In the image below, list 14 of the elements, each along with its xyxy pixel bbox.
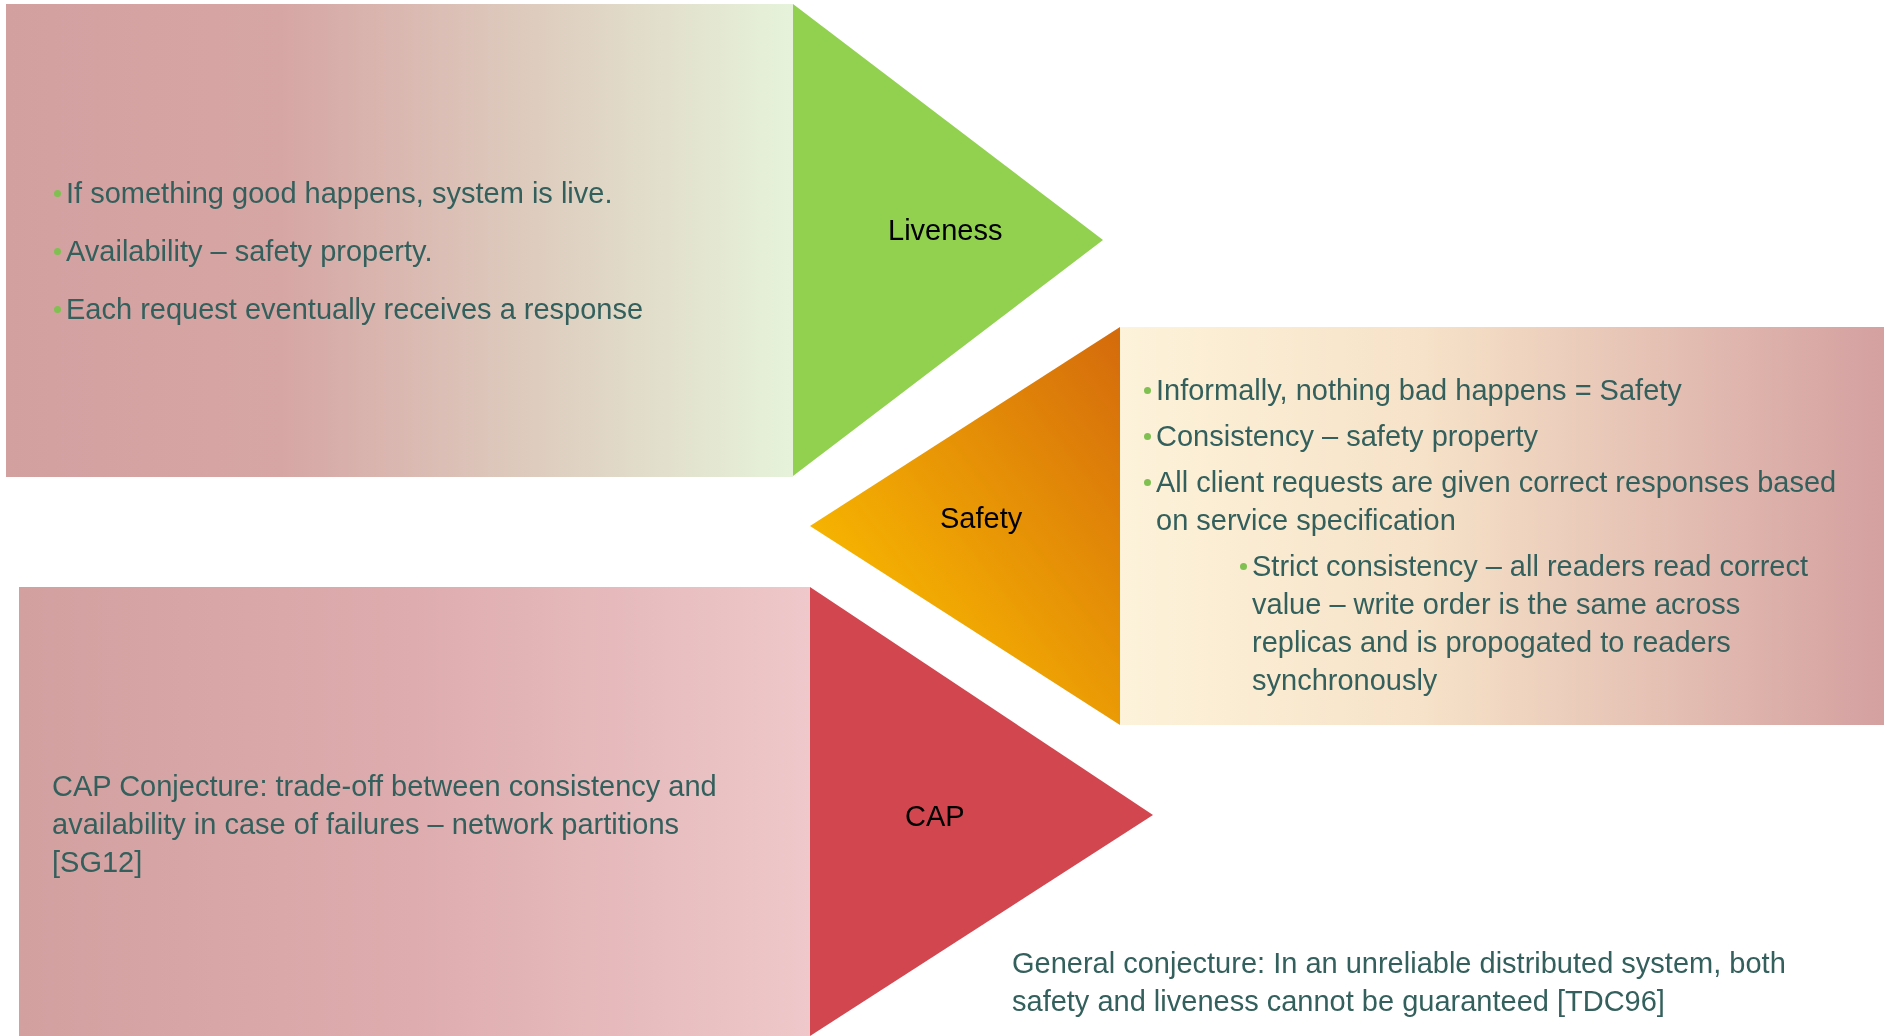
text-panel bbox=[6, 4, 793, 477]
note-text: General conjecture: In an unreliable distributed system, both safety and liveness cannot be guaranteed [TDC96] bbox=[1012, 946, 1787, 1019]
bullet-point: Informally, nothing bad happens = Safety bbox=[1144, 371, 1844, 409]
triangle-label: Liveness bbox=[888, 214, 1003, 247]
bullet-point: If something good happens, system is live. bbox=[54, 174, 753, 212]
text-panel bbox=[19, 587, 810, 1036]
bullet-point: Availability – safety property. bbox=[54, 232, 753, 270]
bullet-point: Strict consistency – all readers read correct value – write order is the same across replicas and is propogated to readers synchronously bbox=[1240, 547, 1844, 699]
bullet-point: Each request eventually receives a response bbox=[54, 290, 753, 328]
triangle-label: Safety bbox=[940, 502, 1023, 535]
bullet-point: Consistency – safety property bbox=[1144, 417, 1844, 455]
panel-text: CAP Conjecture: trade-off between consistency and availability in case of failures – network partitions [SG12] bbox=[52, 769, 718, 880]
triangle-label: CAP bbox=[905, 800, 965, 833]
bullet-point: All client requests are given correct responses based on service specification bbox=[1144, 463, 1844, 539]
